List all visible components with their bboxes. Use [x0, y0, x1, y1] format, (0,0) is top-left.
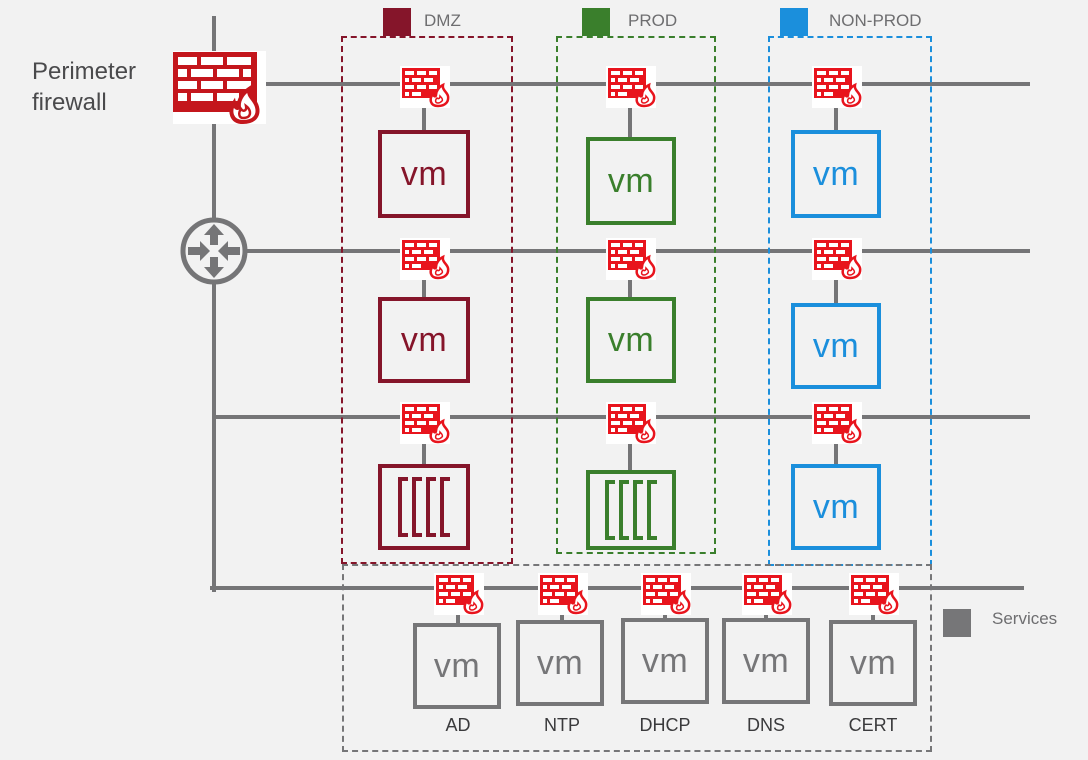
zone-dmz — [341, 36, 513, 564]
prod-tier2-firewall-icon[interactable] — [606, 238, 656, 280]
service-cert-vm[interactable]: vm — [829, 620, 917, 706]
prod-tier1-connector — [628, 102, 632, 137]
vm-label: vm — [536, 643, 584, 682]
service-ad-vm[interactable]: vm — [413, 623, 501, 709]
nonprod-tier2-firewall-icon[interactable] — [812, 238, 862, 280]
prod-tier2-vm[interactable]: vm — [586, 297, 676, 383]
vm-label: vm — [400, 154, 448, 193]
service-ntp-vm[interactable]: vm — [516, 620, 604, 706]
dmz-tier3-firewall-icon[interactable] — [400, 402, 450, 444]
vm-label: vm — [641, 641, 689, 680]
storage-icon — [605, 480, 657, 540]
vm-label: vm — [812, 487, 860, 526]
prod-tier3-connector — [628, 438, 632, 470]
nonprod-tier1-firewall-icon[interactable] — [812, 66, 862, 108]
vm-label: vm — [400, 320, 448, 359]
prod-tier2-connector — [628, 274, 632, 297]
vm-label: vm — [607, 161, 655, 200]
services-network-line — [210, 586, 1024, 590]
zone-prod — [556, 36, 716, 554]
nonprod-tier2-vm[interactable]: vm — [791, 303, 881, 389]
service-ntp-label: NTP — [544, 715, 580, 735]
nonprod-tier1-vm[interactable]: vm — [791, 130, 881, 218]
trunk-line — [212, 16, 216, 592]
dmz-swatch — [383, 8, 411, 36]
dmz-tier2-vm[interactable]: vm — [378, 297, 470, 383]
nonprod-swatch — [780, 8, 808, 36]
nonprod-tier3-connector — [834, 438, 838, 464]
service-dhcp-firewall-icon[interactable] — [641, 573, 691, 615]
perimeter-firewall-label: Perimeter firewall — [32, 56, 136, 118]
router-icon[interactable] — [180, 217, 248, 285]
dmz-tier1-firewall-icon[interactable] — [400, 66, 450, 108]
vm-label: vm — [607, 320, 655, 359]
dmz-tier3-storage[interactable] — [378, 464, 470, 550]
prod-swatch — [582, 8, 610, 36]
service-dns-label: DNS — [746, 715, 785, 735]
nonprod-tier2-connector — [834, 274, 838, 303]
dmz-legend-label: DMZ — [424, 11, 461, 30]
dmz-tier2-connector — [422, 274, 426, 297]
nonprod-tier3-vm[interactable]: vm — [791, 464, 881, 550]
vm-label: vm — [742, 641, 790, 680]
service-dns-firewall-icon[interactable] — [742, 573, 792, 615]
dmz-tier1-vm[interactable]: vm — [378, 130, 470, 218]
vm-label: vm — [812, 326, 860, 365]
nonprod-tier3-firewall-icon[interactable] — [812, 402, 862, 444]
service-dns-vm[interactable]: vm — [722, 618, 810, 704]
service-ad-label: AD — [445, 715, 471, 735]
prod-tier3-storage[interactable] — [586, 470, 676, 550]
prod-tier1-vm[interactable]: vm — [586, 137, 676, 225]
perimeter-label-line2: firewall — [32, 89, 107, 116]
vm-label: vm — [433, 646, 481, 685]
nonprod-legend-label: NON-PROD — [829, 11, 922, 30]
vm-label: vm — [849, 643, 897, 682]
perimeter-firewall-icon[interactable] — [173, 51, 266, 125]
dmz-tier3-connector — [422, 438, 426, 464]
service-ntp-firewall-icon[interactable] — [538, 573, 588, 615]
service-cert-label: CERT — [848, 715, 898, 735]
nonprod-tier1-connector — [834, 102, 838, 130]
service-cert-firewall-icon[interactable] — [849, 573, 899, 615]
service-ad-connector — [456, 608, 460, 623]
dmz-tier2-firewall-icon[interactable] — [400, 238, 450, 280]
perimeter-label-line1: Perimeter — [32, 58, 137, 85]
services-swatch — [943, 609, 971, 637]
zone-services — [342, 564, 932, 752]
vm-label: vm — [812, 154, 860, 193]
dmz-tier1-connector — [422, 102, 426, 130]
service-ad-firewall-icon[interactable] — [434, 573, 484, 615]
prod-legend-label: PROD — [628, 11, 678, 30]
services-legend-label: Services — [992, 609, 1058, 628]
service-dhcp-vm[interactable]: vm — [621, 618, 709, 704]
prod-tier3-firewall-icon[interactable] — [606, 402, 656, 444]
storage-icon — [398, 477, 450, 537]
service-dhcp-label: DHCP — [639, 715, 691, 735]
prod-tier1-firewall-icon[interactable] — [606, 66, 656, 108]
